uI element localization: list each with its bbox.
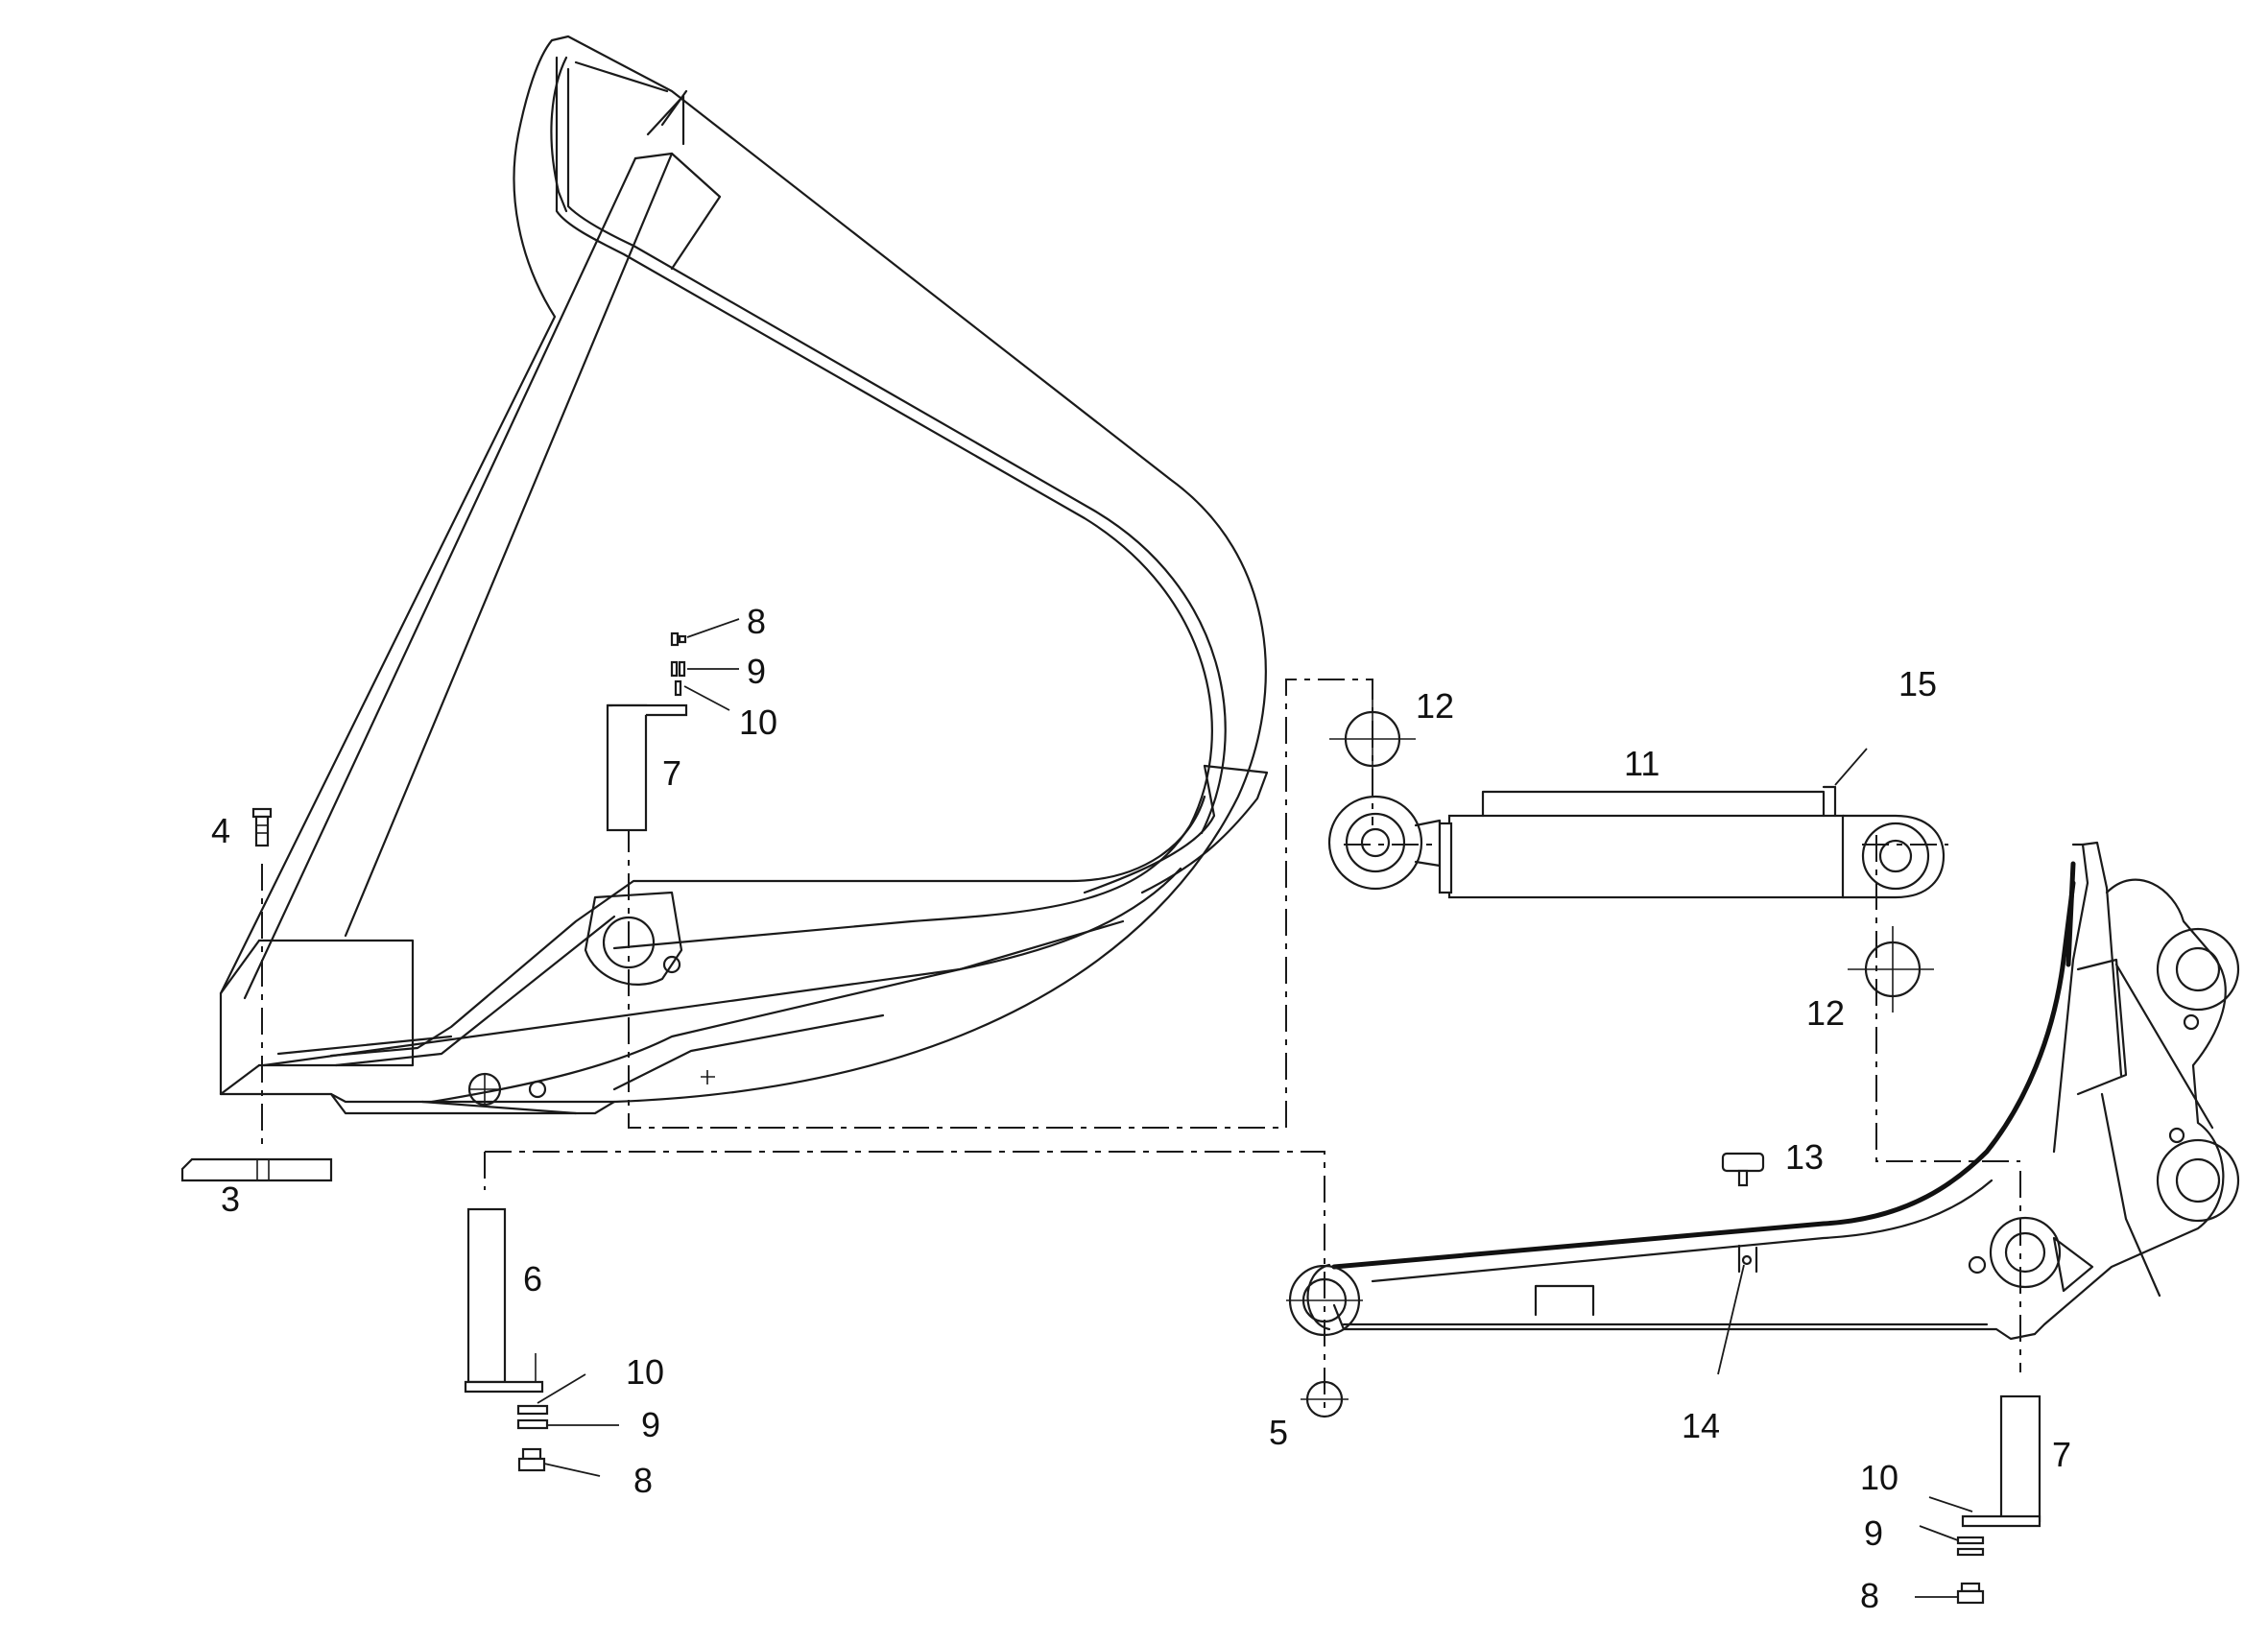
pin-part-6 xyxy=(464,1207,549,1472)
callout-10-top: 10 xyxy=(739,703,777,742)
pin-part-7-top xyxy=(606,631,688,832)
callout-11: 11 xyxy=(1624,744,1659,783)
callout-8-left: 8 xyxy=(633,1461,653,1500)
callout-7-bottom: 7 xyxy=(2052,1435,2071,1474)
callout-10-right: 10 xyxy=(1860,1458,1898,1497)
callout-13: 13 xyxy=(1785,1137,1824,1177)
callout-15: 15 xyxy=(1898,664,1937,703)
grease-fitting-part-14 xyxy=(1737,1244,1758,1274)
callout-3: 3 xyxy=(221,1179,240,1219)
callout-10-left: 10 xyxy=(626,1352,664,1392)
callout-7-top: 7 xyxy=(662,753,681,793)
lower-arm-assembly xyxy=(1286,841,2240,1341)
grease-nipple-part-13 xyxy=(1721,1152,1765,1187)
assembly-centerlines xyxy=(261,679,2021,1411)
leader-lines xyxy=(537,618,1973,1598)
cutting-edge-part xyxy=(180,1157,333,1182)
callout-12-top: 12 xyxy=(1416,686,1454,726)
callout-9-left: 9 xyxy=(641,1405,660,1444)
hydraulic-cylinder-part-11 xyxy=(1327,785,1946,899)
callout-labels: 3 4 5 6 7 7 8 8 8 9 9 9 10 10 10 11 12 1… xyxy=(211,602,2071,1615)
ripper-bucket-frame xyxy=(219,35,1269,1115)
bushing-part-5 xyxy=(1301,1380,1349,1418)
callout-4: 4 xyxy=(211,811,230,850)
callout-8-top: 8 xyxy=(747,602,766,641)
callout-14: 14 xyxy=(1682,1406,1720,1445)
callout-9-top: 9 xyxy=(747,652,766,691)
bushing-part-12-bottom xyxy=(1848,926,1934,1013)
callout-12-bottom: 12 xyxy=(1806,993,1845,1033)
callout-9-right: 9 xyxy=(1864,1513,1883,1553)
pin-part-7-bottom xyxy=(1956,1394,2041,1605)
bolt-part-4 xyxy=(251,807,273,847)
callout-5: 5 xyxy=(1269,1413,1288,1452)
callout-6: 6 xyxy=(523,1259,542,1299)
callout-8-right: 8 xyxy=(1860,1576,1879,1615)
bushing-part-12-top xyxy=(1329,696,1416,782)
